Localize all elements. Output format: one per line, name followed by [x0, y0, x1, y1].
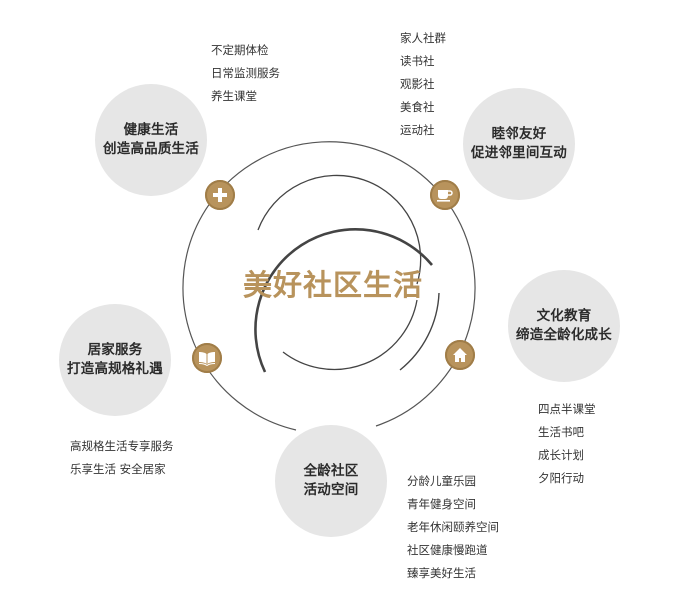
bubble-heading: 居家服务 [87, 342, 143, 358]
bubble-subheading: 打造高规格礼遇 [67, 361, 163, 377]
list-item: 养生课堂 [211, 89, 257, 103]
list-education: 四点半课堂 生活书吧 成长计划 夕阳行动 [538, 398, 596, 490]
list-neighbors: 家人社群 读书社 观影社 美食社 运动社 [400, 27, 446, 142]
bubble-all-age: 全龄社区 活动空间 [275, 425, 387, 537]
list-item: 高规格生活专享服务 [70, 439, 174, 453]
list-health: 不定期体检 日常监测服务 养生课堂 [211, 39, 280, 108]
list-item: 成长计划 [538, 448, 584, 462]
middle-arc [254, 228, 433, 373]
bubble-health: 健康生活 创造高品质生活 [95, 84, 207, 196]
list-home-service: 高规格生活专享服务 乐享生活 安全居家 [70, 435, 174, 481]
middle-arc-lower [399, 292, 440, 371]
list-item: 运动社 [400, 123, 435, 137]
bubble-subheading: 创造高品质生活 [103, 141, 199, 157]
list-item: 分龄儿童乐园 [407, 474, 476, 488]
plus-icon [205, 180, 235, 210]
bubble-subheading: 促进邻里间互动 [471, 145, 567, 161]
list-item: 日常监测服务 [211, 66, 280, 80]
list-item: 青年健身空间 [407, 497, 476, 511]
bubble-neighbors: 睦邻友好 促进邻里间互动 [463, 88, 575, 200]
list-item: 四点半课堂 [538, 402, 596, 416]
list-item: 社区健康慢跑道 [407, 543, 488, 557]
list-item: 生活书吧 [538, 425, 584, 439]
list-item: 美食社 [400, 100, 435, 114]
bubble-subheading: 活动空间 [303, 482, 359, 498]
list-all-age: 分龄儿童乐园 青年健身空间 老年休闲颐养空间 社区健康慢跑道 臻享美好生活 [407, 470, 499, 585]
list-item: 老年休闲颐养空间 [407, 520, 499, 534]
bubble-home-service: 居家服务 打造高规格礼遇 [59, 304, 171, 416]
bubble-heading: 全龄社区 [303, 463, 359, 479]
bubble-education: 文化教育 缔造全龄化成长 [508, 270, 620, 382]
list-item: 臻享美好生活 [407, 566, 476, 580]
center-title: 美好社区生活 [242, 268, 423, 302]
list-item: 不定期体检 [211, 43, 269, 57]
book-icon [192, 343, 222, 373]
bubble-heading: 睦邻友好 [491, 126, 547, 142]
house-icon [445, 340, 475, 370]
list-item: 乐享生活 安全居家 [70, 462, 166, 476]
bubble-heading: 健康生活 [123, 122, 179, 138]
list-item: 读书社 [400, 54, 435, 68]
inner-arc [257, 174, 422, 285]
coffee-cup-icon [430, 180, 460, 210]
inner-arc-lower [282, 299, 418, 371]
bubble-heading: 文化教育 [536, 308, 592, 324]
bubble-subheading: 缔造全龄化成长 [516, 327, 612, 343]
list-item: 家人社群 [400, 31, 446, 45]
list-item: 夕阳行动 [538, 471, 584, 485]
list-item: 观影社 [400, 77, 435, 91]
